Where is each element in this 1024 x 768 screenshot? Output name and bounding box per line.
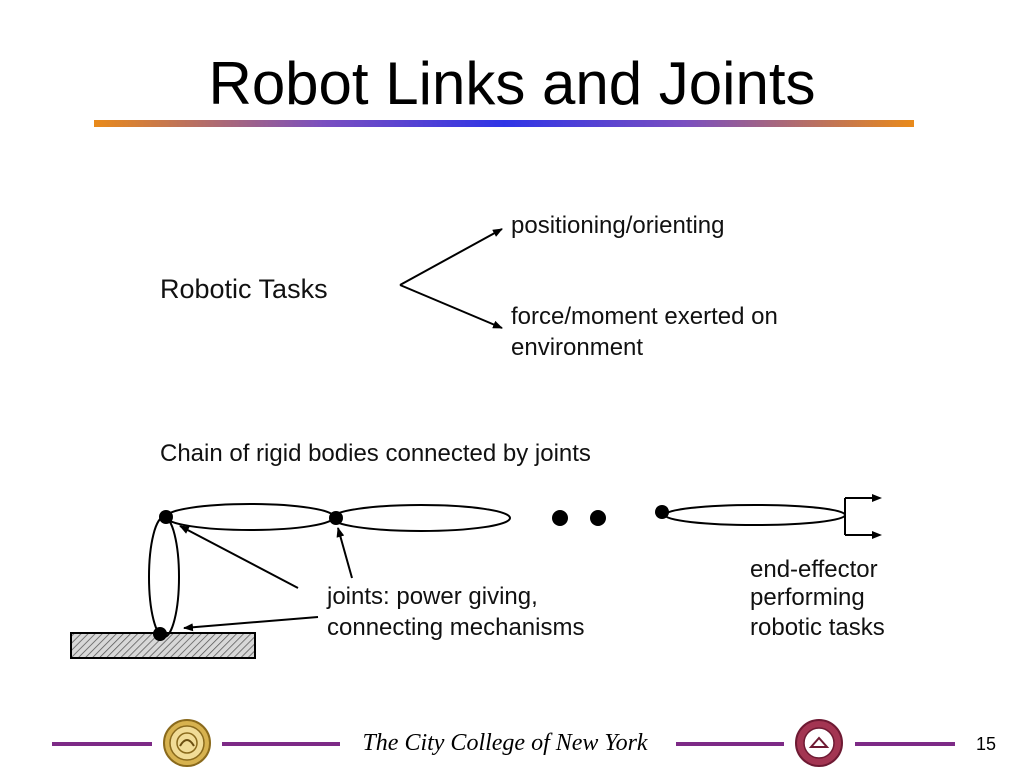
link-2 [331,504,511,532]
gripper-arrow-bottom [872,531,882,539]
footer-rule-right-1 [676,742,784,746]
robotic-tasks-label: Robotic Tasks [160,274,328,304]
college-seal-icon [163,719,211,767]
effector-label-line3: robotic tasks [750,614,885,641]
branch-positioning-label: positioning/orienting [511,212,724,239]
footer-institution: The City College of New York [362,730,648,756]
branch-arrow-force [399,284,503,329]
branch-arrow-positioning [399,228,503,286]
slide-title: Robot Links and Joints [208,50,816,117]
robot-links-diagram: Robotic Tasks positioning/orienting forc… [70,212,885,659]
link-end [664,504,846,526]
joints-label-line2: connecting mechanisms [327,614,584,641]
footer-rule-left-1 [52,742,152,746]
branch-force-label-line2: environment [511,334,643,361]
gripper-arrow-top [872,494,882,502]
ellipsis-dot-1 [552,510,568,526]
link-1 [165,503,335,531]
joint-elbow [329,511,343,525]
ellipsis-dot-2 [590,510,606,526]
footer-rule-left-2 [222,742,340,746]
pointer-arrow-shoulder [179,525,299,589]
end-effector-gripper [844,497,876,536]
effector-label-line1: end-effector [750,556,878,583]
joint-wrist [655,505,669,519]
effector-label-line2: performing [750,584,865,611]
chain-caption: Chain of rigid bodies connected by joint… [160,440,591,467]
link-vertical [148,516,180,638]
joint-base [153,627,167,641]
title-rule [94,120,914,127]
robotics-lab-seal-icon [795,719,843,767]
branch-force-label-line1: force/moment exerted on [511,303,778,330]
joints-label-line1: joints: power giving, [326,583,538,610]
footer-rule-right-2 [855,742,955,746]
joint-shoulder [159,510,173,524]
pointer-arrow-elbow [336,527,353,579]
page-number: 15 [976,734,997,754]
pointer-arrow-base [183,616,319,632]
